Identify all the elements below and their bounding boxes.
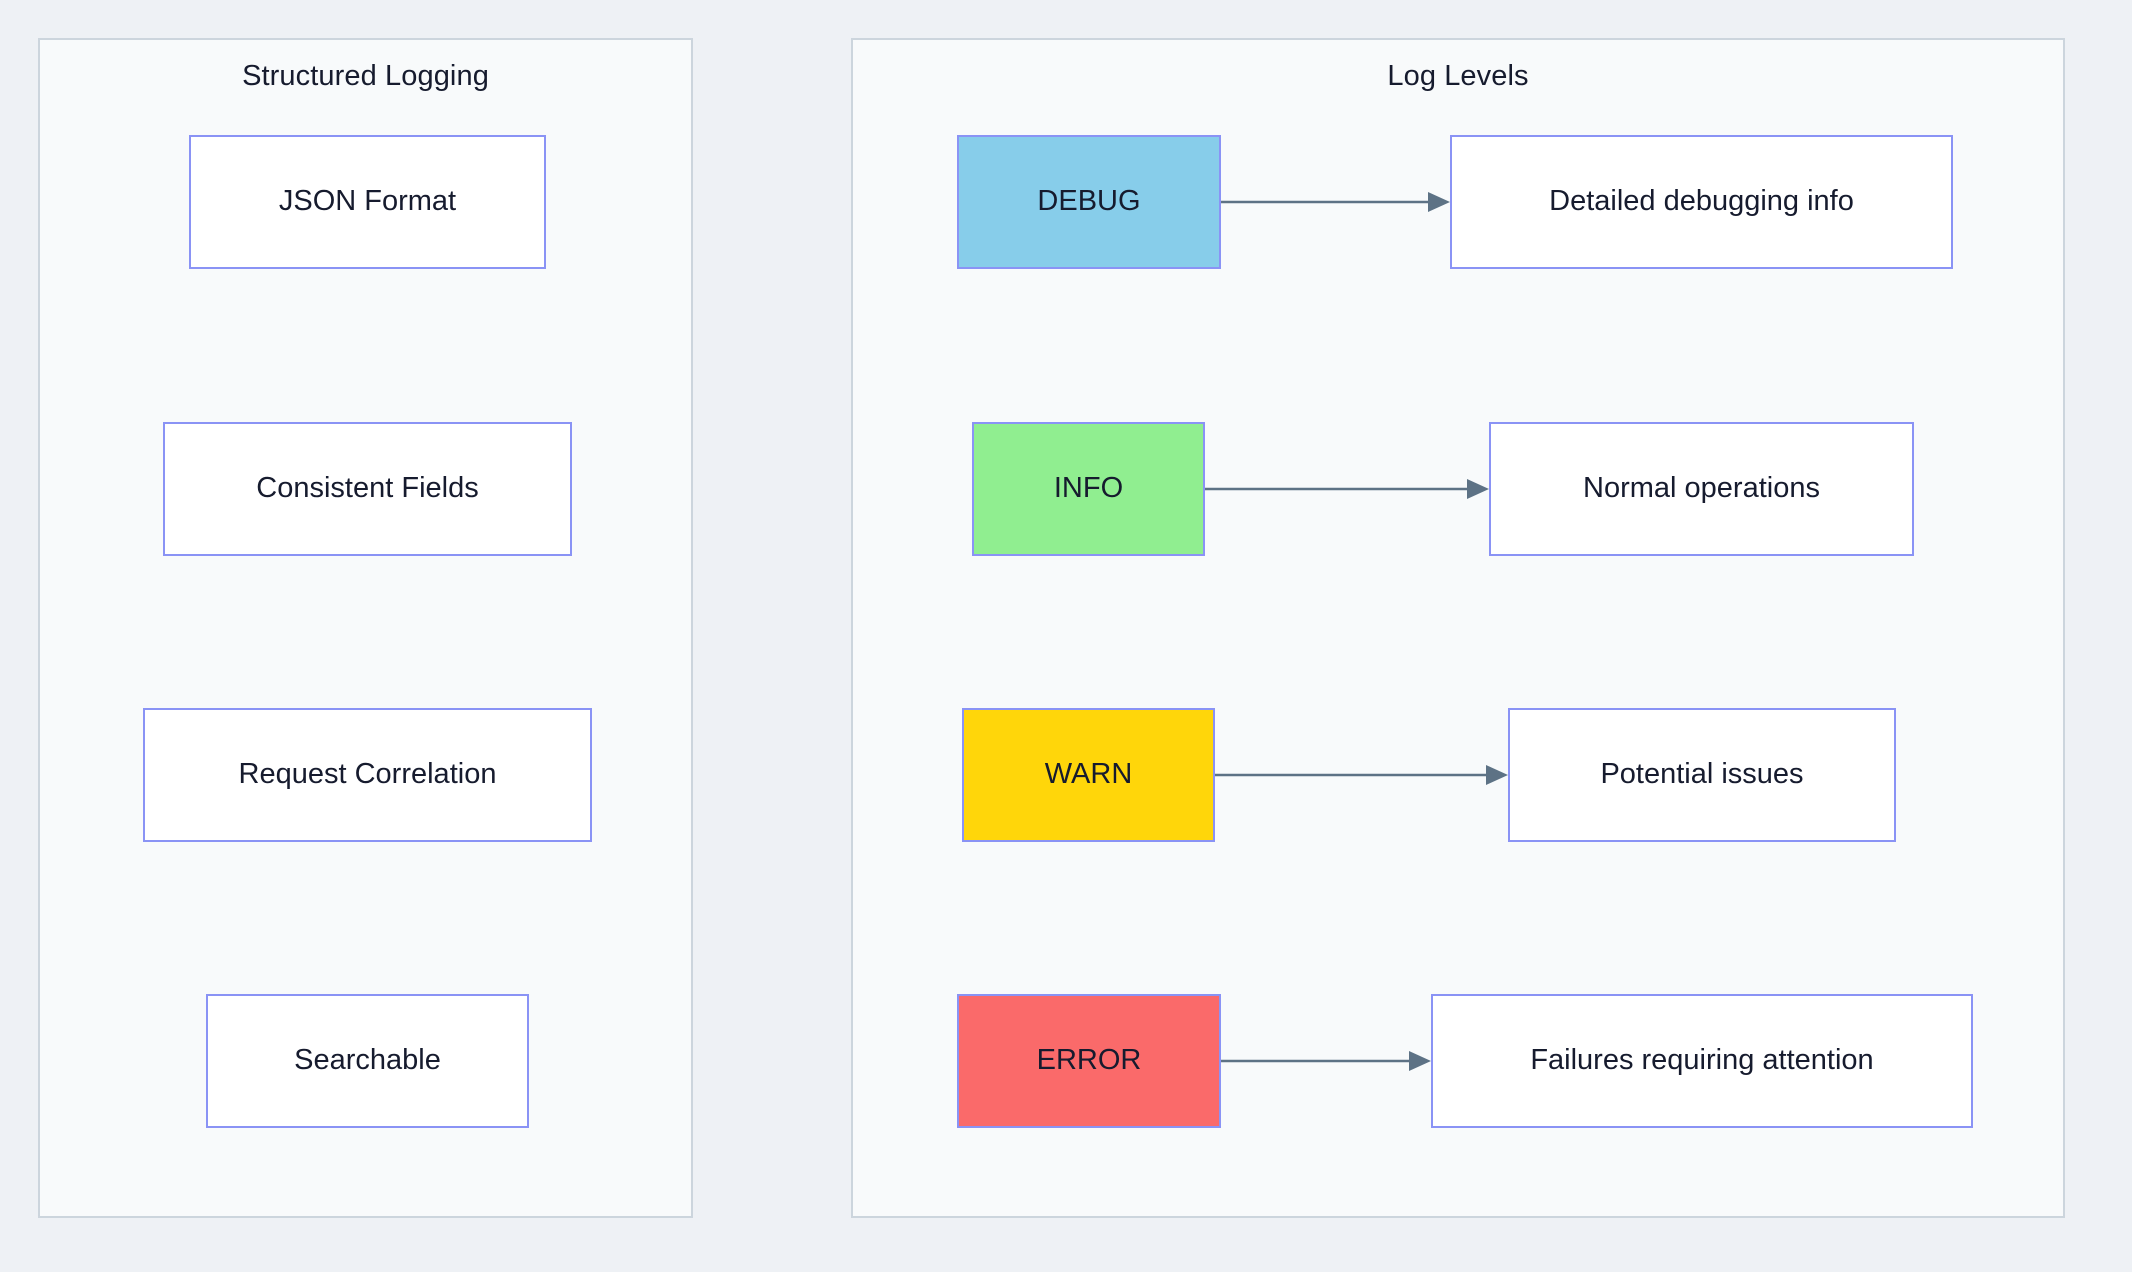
node-description-info[interactable]: Normal operations: [1489, 422, 1914, 556]
subgraph-title-structured-logging: Structured Logging: [242, 60, 489, 92]
node-label: JSON Format: [278, 185, 457, 218]
node-label: Failures requiring attention: [1530, 1044, 1874, 1077]
node-label: Request Correlation: [238, 758, 497, 791]
node-level-debug[interactable]: DEBUG: [957, 135, 1221, 269]
node-description-debug[interactable]: Detailed debugging info: [1450, 135, 1953, 269]
subgraph-title-log-levels: Log Levels: [1387, 60, 1529, 92]
node-label: Potential issues: [1600, 758, 1804, 791]
node-request-correlation[interactable]: Request Correlation: [143, 708, 592, 842]
node-consistent-fields[interactable]: Consistent Fields: [163, 422, 572, 556]
node-label: Normal operations: [1583, 472, 1820, 505]
node-label: Searchable: [294, 1044, 441, 1077]
node-level-info[interactable]: INFO: [972, 422, 1205, 556]
node-description-warn[interactable]: Potential issues: [1508, 708, 1896, 842]
node-label: Consistent Fields: [256, 472, 479, 505]
node-json-format[interactable]: JSON Format: [189, 135, 546, 269]
node-description-error[interactable]: Failures requiring attention: [1431, 994, 1973, 1128]
node-label: DEBUG: [1037, 185, 1141, 218]
node-label: WARN: [1044, 758, 1133, 791]
node-label: Detailed debugging info: [1549, 185, 1854, 218]
node-label: INFO: [1053, 472, 1124, 505]
node-searchable[interactable]: Searchable: [206, 994, 529, 1128]
node-level-warn[interactable]: WARN: [962, 708, 1215, 842]
node-label: ERROR: [1036, 1044, 1142, 1077]
node-level-error[interactable]: ERROR: [957, 994, 1221, 1128]
